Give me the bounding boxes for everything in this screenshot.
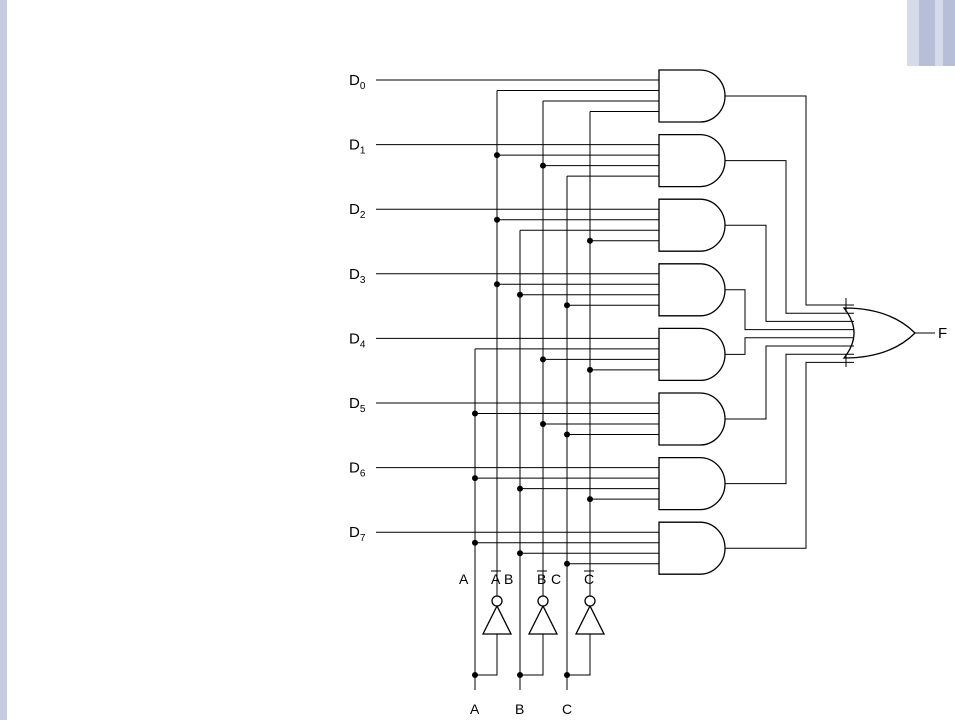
data-input-index: 0: [360, 81, 366, 92]
select-complement-label: B: [537, 571, 546, 587]
and-gate: [658, 521, 726, 575]
inverter-bubble: [491, 595, 503, 607]
data-input-letter: D: [349, 266, 360, 283]
data-input-letter: D: [349, 201, 360, 218]
and-gate: [658, 69, 726, 123]
data-input-label: D4: [349, 330, 366, 350]
and-gate: [658, 327, 726, 382]
slide-left-border: [0, 0, 7, 720]
data-input-index: 6: [360, 469, 366, 480]
select-label: A: [459, 571, 469, 587]
data-input-letter: D: [349, 72, 360, 89]
select-input-label: A: [470, 701, 480, 717]
data-input-index: 2: [360, 210, 366, 221]
select-label: C: [551, 571, 561, 587]
and-output-wire: [725, 224, 854, 322]
inverter-gate: [481, 604, 513, 635]
data-input-label: D7: [349, 524, 366, 544]
and-gate: [658, 198, 726, 252]
and-gate: [658, 392, 726, 446]
and-gate: [658, 456, 726, 511]
data-input-letter: D: [349, 460, 360, 477]
and-output-wire: [725, 345, 854, 420]
select-input-label: B: [515, 701, 524, 717]
data-input-letter: D: [349, 395, 360, 412]
output-label-f: F: [938, 325, 947, 342]
data-input-index: 7: [360, 533, 366, 544]
inverter-bubble: [537, 595, 549, 607]
and-gate: [658, 263, 726, 317]
data-input-letter: D: [349, 330, 360, 347]
data-input-index: 1: [360, 146, 366, 157]
select-complement-label: C: [584, 571, 594, 587]
inverter-gate: [574, 604, 606, 635]
corner-accent-mid-bar: [919, 0, 935, 66]
select-label: B: [504, 571, 513, 587]
inverter-input-wire: [520, 634, 544, 676]
inverter-bubble: [584, 595, 596, 607]
slide-left-border-bar: [0, 0, 7, 720]
inverter-input-wire: [567, 634, 591, 676]
data-input-letter: D: [349, 524, 360, 541]
and-output-wire: [725, 353, 854, 485]
select-input-label: C: [562, 701, 572, 717]
or-gate: [842, 307, 916, 359]
data-input-label: D1: [349, 137, 366, 157]
and-output-wire: [725, 337, 854, 355]
and-gate: [658, 133, 726, 188]
data-input-label: D5: [349, 395, 366, 415]
select-complement-label: A: [491, 571, 501, 587]
and-output-wire: [725, 160, 854, 314]
inverter-gate: [527, 604, 559, 635]
data-input-label: D6: [349, 460, 366, 480]
corner-accent-inner-bar: [943, 0, 955, 66]
data-input-label: D0: [349, 72, 366, 92]
data-input-index: 4: [360, 339, 366, 350]
data-input-label: D2: [349, 201, 366, 221]
and-output-wire: [725, 289, 854, 331]
data-input-index: 5: [360, 404, 366, 415]
and-output-wire: [725, 361, 854, 549]
slide-corner-accent: [907, 0, 955, 66]
inverter-input-wire: [475, 634, 498, 676]
data-input-index: 3: [360, 275, 366, 286]
and-output-wire: [725, 95, 854, 306]
data-input-letter: D: [349, 137, 360, 154]
data-input-label: D3: [349, 266, 366, 286]
